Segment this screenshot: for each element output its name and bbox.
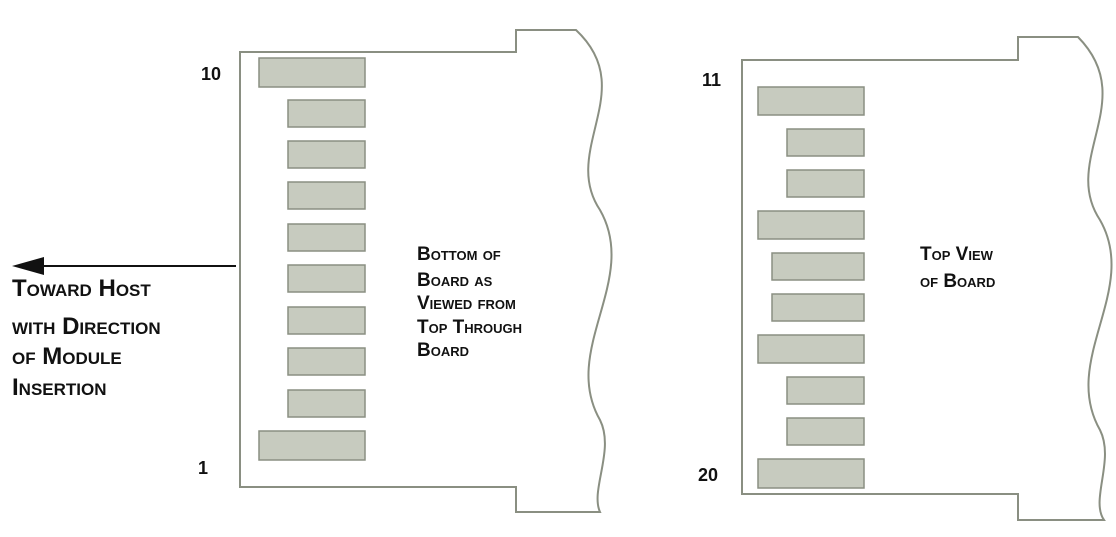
contact-pad <box>757 86 865 116</box>
pin-label-20: 20 <box>698 465 718 485</box>
contact-pad <box>287 306 366 335</box>
contact-pad <box>757 458 865 489</box>
arrow-left-icon <box>12 257 44 275</box>
caption-line: of Module <box>12 343 122 370</box>
contact-pad <box>287 99 366 128</box>
right-board: 11 20 Top View of Board <box>698 36 1113 521</box>
contact-pad <box>757 210 865 240</box>
left-board: 10 1 Bottom of Board as Viewed from Top … <box>198 29 613 513</box>
pin-label-10: 10 <box>201 64 221 84</box>
caption-line: Top Through <box>417 317 522 338</box>
caption-line: of Board <box>920 271 995 292</box>
contact-pad <box>287 140 366 169</box>
contact-pad <box>786 376 865 405</box>
contact-pad <box>757 334 865 364</box>
pin-label-1: 1 <box>198 458 208 478</box>
contact-pad <box>786 169 865 198</box>
caption-line: Top View <box>920 244 994 265</box>
contact-pad <box>786 128 865 157</box>
caption-line: Toward Host <box>12 275 151 302</box>
caption-line: Insertion <box>12 374 107 401</box>
contact-pad <box>287 264 366 293</box>
left-contact-pads <box>258 57 366 461</box>
contact-pad <box>287 347 366 376</box>
contact-pad <box>287 181 366 210</box>
contact-pad <box>771 252 865 281</box>
caption-line: Bottom of <box>417 244 501 265</box>
contact-pad <box>258 57 366 88</box>
caption-line: Board as <box>417 270 493 291</box>
contact-pad <box>287 389 366 418</box>
right-board-outline <box>741 36 1113 521</box>
pin-label-11: 11 <box>702 70 721 90</box>
right-contact-pads <box>757 86 865 489</box>
contact-pad <box>258 430 366 461</box>
caption-line: Viewed from <box>417 293 516 314</box>
contact-pad <box>786 417 865 446</box>
arrow-caption: Toward Host with Direction of Module Ins… <box>12 275 167 401</box>
right-board-caption: Top View of Board <box>920 244 998 292</box>
host-direction-arrow: Toward Host with Direction of Module Ins… <box>12 257 236 401</box>
caption-line: with Direction <box>12 313 161 340</box>
caption-line: Board <box>417 340 469 361</box>
contact-pad <box>287 223 366 252</box>
left-board-caption: Bottom of Board as Viewed from Top Throu… <box>417 244 527 361</box>
left-board-outline <box>239 29 613 513</box>
contact-pad <box>771 293 865 322</box>
